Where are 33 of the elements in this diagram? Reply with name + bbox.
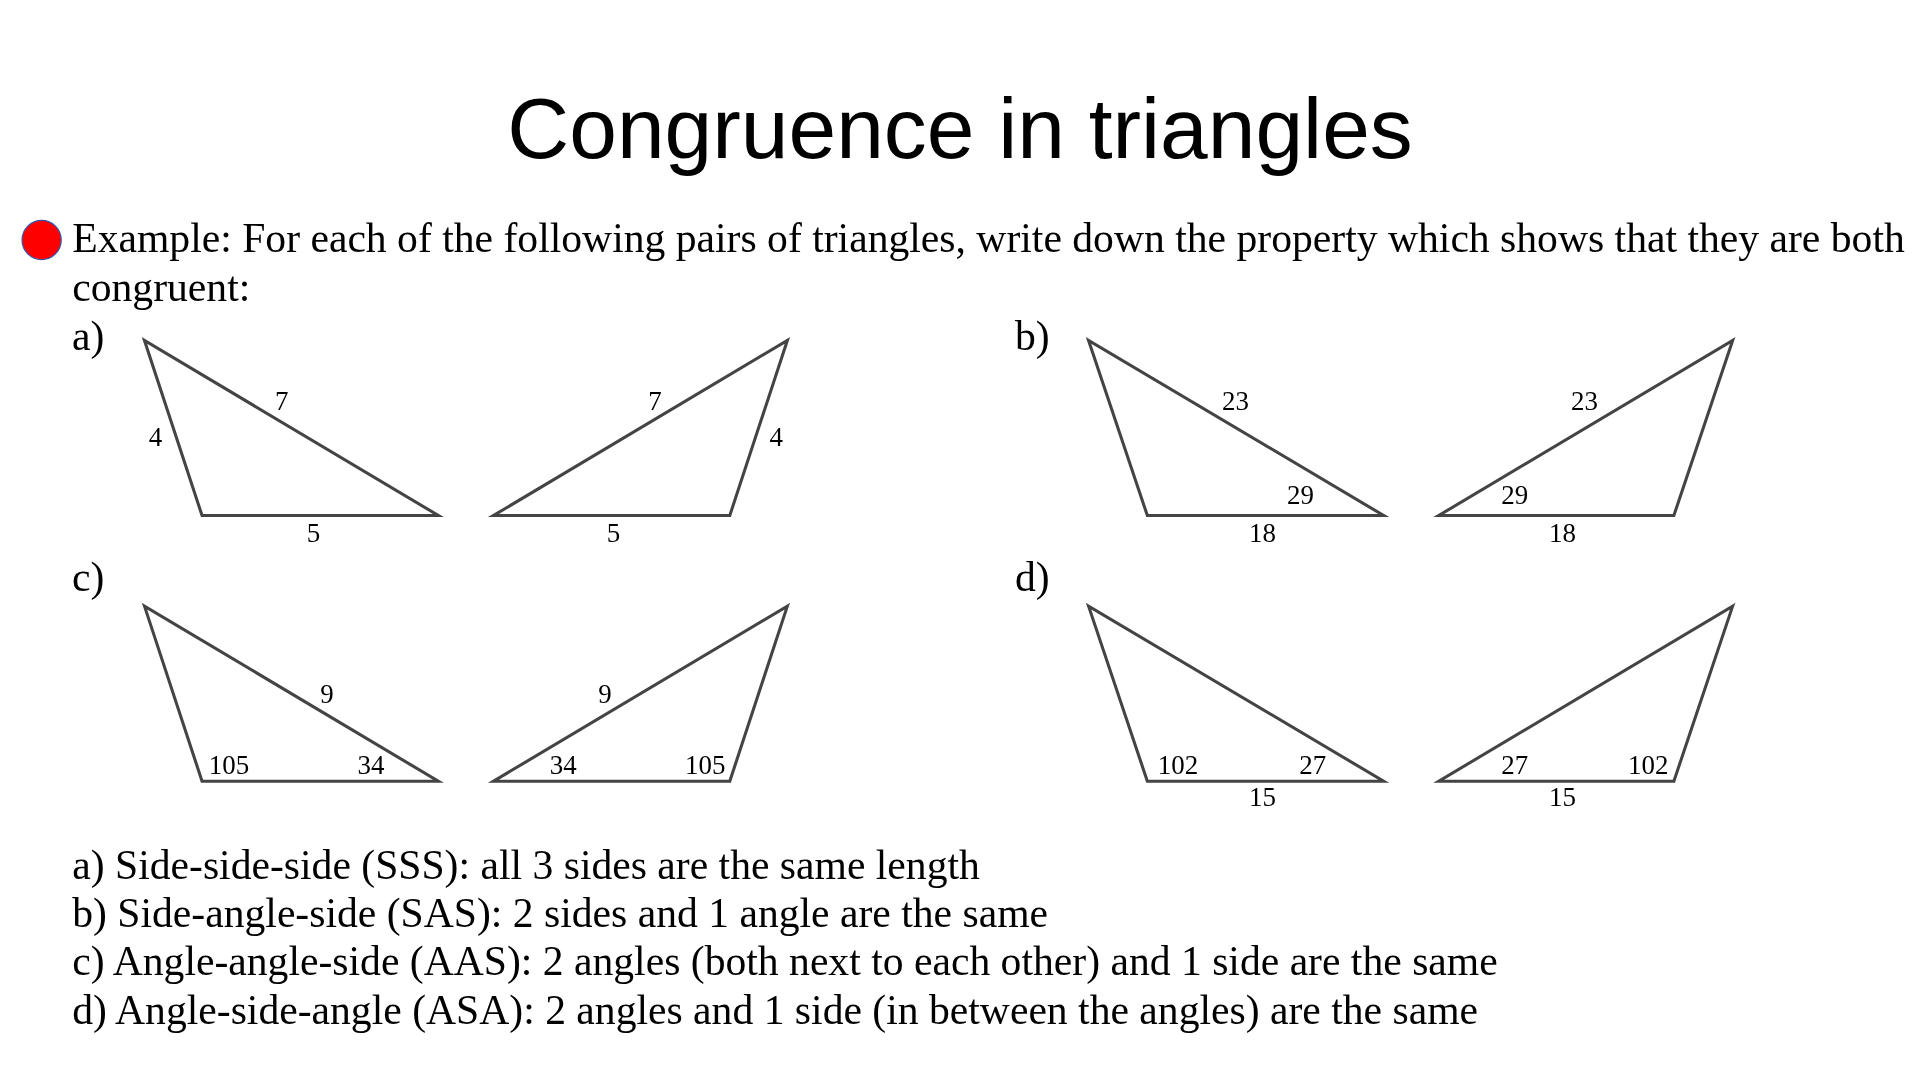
side-length-label: 18 — [1549, 520, 1576, 548]
side-length-label: 7 — [648, 388, 662, 416]
side-length-label: 15 — [1249, 783, 1276, 811]
answer-text: c) Angle-angle-side (AAS): 2 angles (both next to each other) and 1 side are the same — [72, 940, 1498, 983]
side-length-label: 15 — [1549, 783, 1576, 811]
answer-text: a) Side-side-side (SSS): all 3 sides are the same length — [72, 844, 980, 887]
part-letter: c) — [72, 557, 105, 599]
side-length-label: 4 — [769, 423, 784, 451]
instruction-text: Example: For each of the following pairs of triangles, write down the property which shows that they are both congruent: — [72, 214, 1906, 312]
angle-label: 105 — [208, 751, 250, 779]
side-length-label: 7 — [274, 388, 289, 416]
part-letter: b) — [1014, 315, 1050, 358]
part-letter: d) — [1014, 557, 1050, 599]
angle-label: 27 — [1299, 751, 1327, 779]
side-length-label: 9 — [320, 680, 334, 708]
angle-label: 34 — [357, 751, 385, 779]
side-length-label: 4 — [148, 423, 163, 451]
answer-text: b) Side-angle-side (SAS): 2 sides and 1 angle are the same — [72, 892, 1049, 935]
angle-label: 29 — [1286, 482, 1314, 510]
side-length-label: 23 — [1571, 388, 1598, 416]
angle-label: 102 — [1627, 751, 1669, 779]
part-letter: a) — [72, 315, 105, 358]
side-length-label: 9 — [598, 680, 612, 708]
angle-label: 27 — [1501, 751, 1529, 779]
answer-text: d) Angle-side-angle (ASA): 2 angles and 1 side (in between the angles) are the same — [72, 989, 1479, 1031]
angle-label: 29 — [1501, 482, 1529, 510]
angle-label: 105 — [685, 751, 726, 779]
side-length-label: 23 — [1222, 388, 1249, 416]
side-length-label: 18 — [1249, 520, 1276, 548]
angle-label: 102 — [1157, 751, 1199, 779]
side-length-label: 5 — [306, 520, 321, 548]
angle-label: 34 — [549, 751, 577, 779]
side-length-label: 5 — [606, 520, 621, 548]
